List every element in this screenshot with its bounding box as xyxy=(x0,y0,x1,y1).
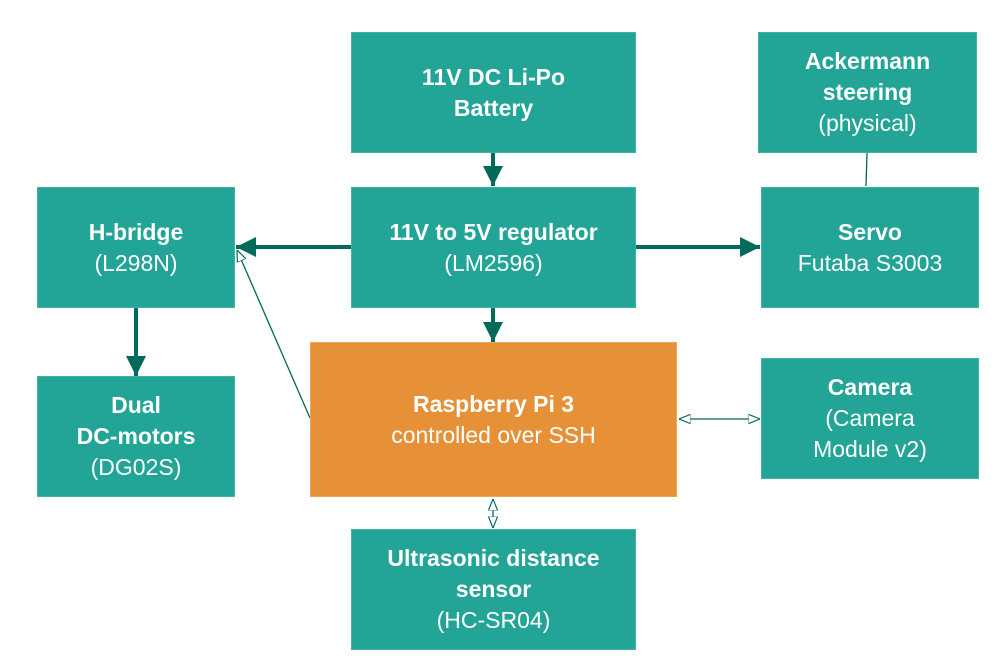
node-servo-subtitle: Futaba S3003 xyxy=(797,249,943,276)
node-ackermann-title-line-1: Ackermann xyxy=(804,48,931,74)
node-ultrasonic: Ultrasonic distance sensor (HC-SR04) xyxy=(351,529,636,650)
node-ackermann-title-line-2: steering xyxy=(822,79,913,105)
node-raspberry-subtitle: controlled over SSH xyxy=(391,421,596,448)
node-camera-subtitle-line-1: (Camera xyxy=(825,405,915,431)
node-battery-title-line-2: Battery xyxy=(453,94,534,121)
node-camera: Camera (Camera Module v2) xyxy=(761,358,979,479)
node-raspberry-pi: Raspberry Pi 3 controlled over SSH xyxy=(310,342,677,497)
node-hbridge-subtitle: (L298N) xyxy=(94,249,178,276)
node-motors-title-line-1: Dual xyxy=(111,392,161,418)
node-battery-title-line-1: 11V DC Li-Po xyxy=(421,63,566,90)
node-motors: Dual DC-motors (DG02S) xyxy=(37,376,235,497)
node-battery: 11V DC Li-Po Battery xyxy=(351,32,636,153)
node-ultrasonic-title-line-2: sensor xyxy=(455,576,532,602)
node-regulator-subtitle: (LM2596) xyxy=(444,249,543,276)
node-regulator: 11V to 5V regulator (LM2596) xyxy=(351,187,636,308)
node-camera-subtitle-line-2: Module v2) xyxy=(813,436,927,462)
node-ackermann: Ackermann steering (physical) xyxy=(758,32,977,153)
edge-ackermann-servo xyxy=(865,152,868,187)
node-hbridge-title: H-bridge xyxy=(88,218,184,245)
node-ultrasonic-subtitle: (HC-SR04) xyxy=(436,607,551,633)
node-hbridge: H-bridge (L298N) xyxy=(37,187,235,308)
node-motors-subtitle: (DG02S) xyxy=(90,454,182,480)
node-regulator-title: 11V to 5V regulator xyxy=(389,218,598,245)
node-ackermann-subtitle: (physical) xyxy=(818,110,917,136)
node-motors-title-line-2: DC-motors xyxy=(76,423,196,449)
node-ultrasonic-title-line-1: Ultrasonic distance xyxy=(387,545,600,571)
node-servo-title: Servo xyxy=(838,218,902,245)
node-camera-title: Camera xyxy=(827,374,913,400)
node-servo: Servo Futaba S3003 xyxy=(761,187,979,308)
edge-raspberry-hbridge xyxy=(237,250,311,419)
node-raspberry-title: Raspberry Pi 3 xyxy=(412,390,575,417)
